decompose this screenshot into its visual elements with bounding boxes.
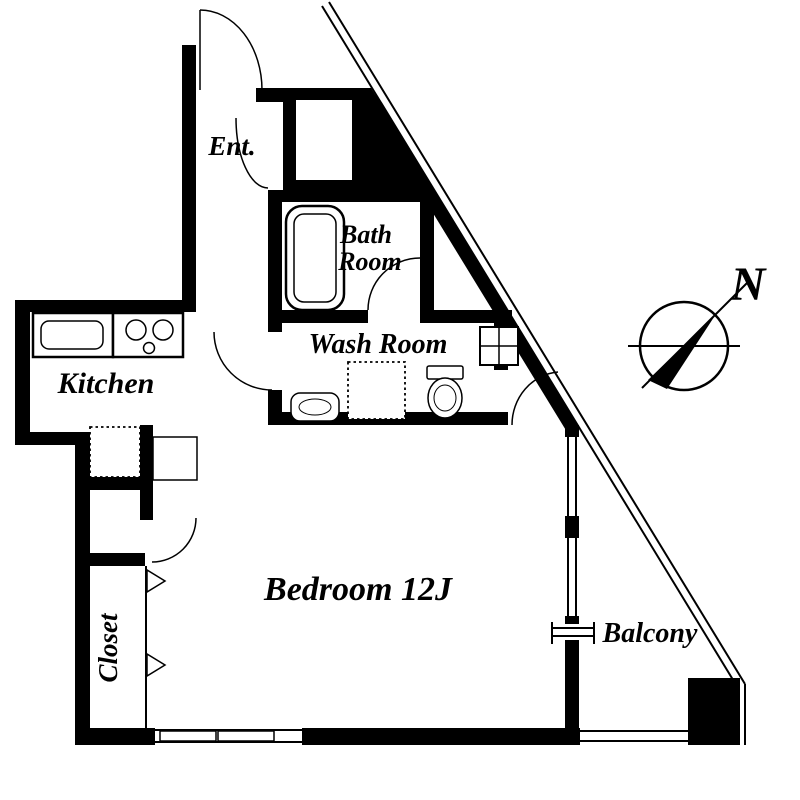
- bathtub-inner: [293, 213, 337, 303]
- label-bedroom: Bedroom 12J: [263, 571, 453, 608]
- wall-wash-top-left: [268, 310, 368, 323]
- wall-right-c: [565, 616, 579, 624]
- entry-storage: [296, 100, 352, 180]
- label-bath-1: Bath: [339, 220, 392, 249]
- door-arcs: [151, 9, 559, 563]
- wall-hall-left: [182, 45, 196, 312]
- entry-door-arc: [199, 9, 263, 91]
- wall-wash-top-right: [420, 310, 512, 323]
- toilet-bowl-inner: [433, 384, 457, 412]
- wall-bottom-left: [75, 728, 155, 745]
- burner-icon: [125, 319, 147, 341]
- wall-left-outer: [75, 432, 90, 745]
- counter-unit: [152, 436, 198, 481]
- wall-wash-left-a: [268, 323, 282, 332]
- washroom-door-arc: [213, 331, 273, 391]
- wall-bath-right: [420, 202, 434, 312]
- wall-right-d: [565, 640, 579, 745]
- wall-fridge-bottom: [88, 477, 142, 490]
- hall-door-arc: [235, 117, 269, 189]
- wall-bath-left: [268, 190, 282, 325]
- closet-door-marker-icon: [146, 652, 167, 678]
- toilet-tank: [426, 365, 464, 380]
- label-bath-2: Room: [337, 247, 402, 276]
- wall-bottom-right: [302, 728, 580, 745]
- compass-north-label: N: [730, 258, 768, 311]
- wall-kitchen-bottom: [15, 432, 90, 445]
- sliding-window-panels: [159, 730, 275, 742]
- compass: N: [628, 258, 768, 392]
- north-arrow-icon: [648, 314, 716, 389]
- bath-door-arc: [367, 257, 421, 311]
- wash-basin-bowl: [298, 398, 332, 416]
- burner-icon: [152, 319, 174, 341]
- wall-bath-top: [268, 190, 434, 202]
- kitchen-sink: [40, 320, 104, 350]
- label-kitchen: Kitchen: [57, 367, 155, 400]
- room-labels: Ent. Bath Room Wash Room Kitchen Bedroom…: [57, 131, 698, 683]
- label-balcony: Balcony: [602, 618, 698, 649]
- fixtures: [31, 204, 519, 481]
- wall-entry-top: [256, 88, 286, 102]
- label-closet: Closet: [93, 612, 123, 683]
- closet-door-marker-icon: [146, 568, 167, 594]
- windows: [155, 437, 595, 743]
- label-washroom: Wash Room: [309, 329, 448, 360]
- label-entrance: Ent.: [207, 131, 255, 161]
- wall-kitchen-left: [15, 300, 30, 445]
- washer-space: [347, 361, 406, 420]
- wall-fridge-right: [140, 425, 153, 520]
- closet-doors: [145, 566, 167, 728]
- bedroom-door-arc: [151, 517, 197, 563]
- refrigerator-space: [89, 426, 141, 478]
- burner-icon: [142, 341, 156, 355]
- wall-right-b: [565, 516, 579, 538]
- wall-closet-top: [75, 553, 145, 566]
- wall-diagonal: [365, 95, 578, 432]
- wall-corner-pillar: [688, 678, 740, 745]
- wall-kitchen-top: [15, 300, 196, 312]
- alcove-door-arc: [511, 371, 559, 426]
